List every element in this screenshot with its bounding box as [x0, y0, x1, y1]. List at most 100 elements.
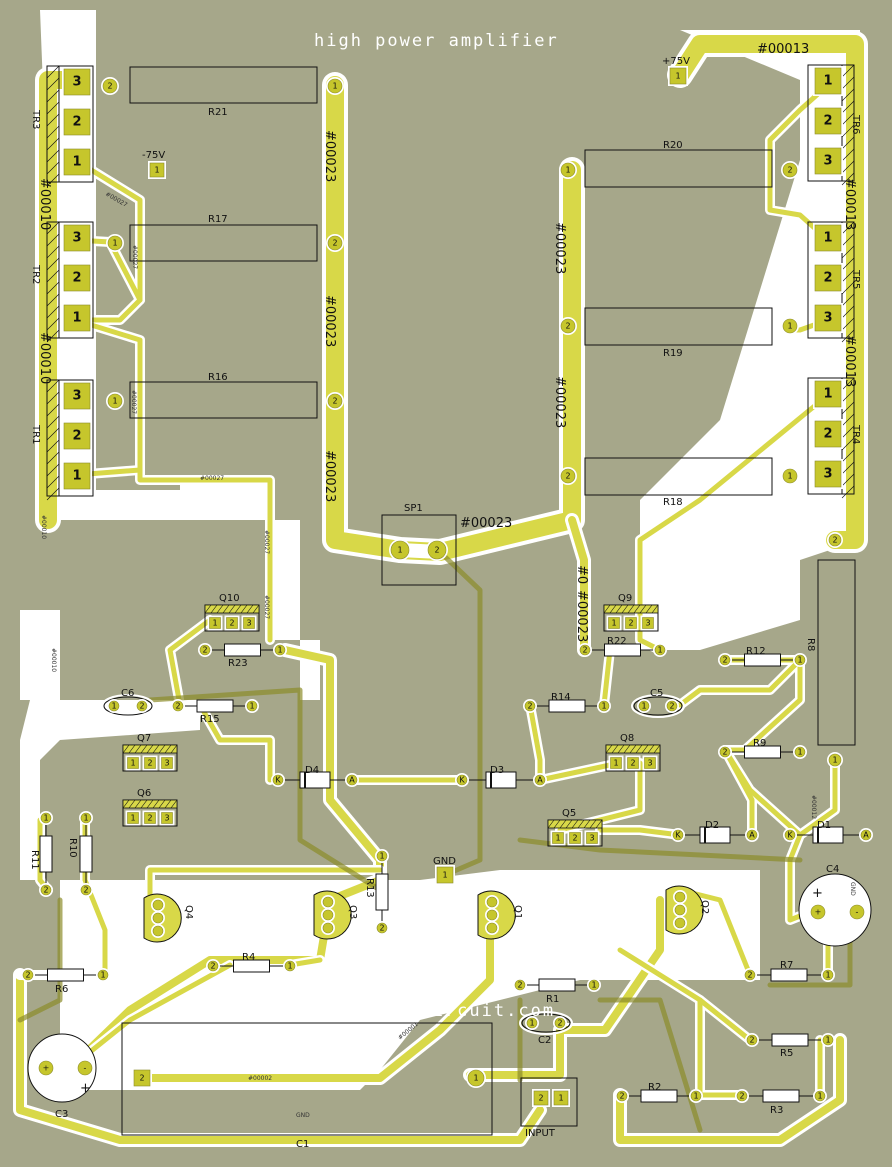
capacitor-c2-pad-b: 2 [553, 1016, 567, 1030]
q2-label: Q2 [699, 900, 710, 914]
resistor-r4-pad-b-label: 1 [287, 962, 292, 971]
q10-pad-3: 3 [241, 615, 257, 631]
capacitor-c6-pad-b-label: 2 [139, 702, 144, 711]
q9-pad-1: 1 [606, 615, 622, 631]
resistor-r23-pad-b: 1 [273, 643, 287, 657]
q8-pad-1-label: 1 [613, 759, 618, 768]
resistor-r2-body [640, 1089, 678, 1103]
resistor-r23-body [224, 643, 261, 657]
resistor-r8-pad-b: 1 [827, 752, 843, 768]
input-pad-1: 1 [552, 1089, 570, 1107]
diode-d1-body [812, 826, 844, 844]
resistor-r8-pad-a-label: 2 [832, 536, 837, 545]
net-label-small-5: #00027 [130, 390, 137, 414]
resistor-r6-pad-b-label: 1 [100, 971, 105, 980]
net-label-small-11: GND [296, 1112, 310, 1119]
input-pad-2-label: 2 [538, 1094, 543, 1103]
resistor-r22-pad-b-label: 1 [657, 646, 662, 655]
resistor-r21-body [129, 66, 318, 104]
resistor-r16-pad-b-label: 2 [332, 397, 337, 406]
q6-pad-1: 1 [125, 810, 141, 826]
capacitor-c6-label: C6 [121, 688, 134, 699]
capacitor-c3-body [27, 1033, 97, 1103]
resistor-r2-pad-a: 2 [615, 1089, 629, 1103]
tr5-pad-2: 2 [813, 263, 843, 293]
input-pad-1-label: 1 [558, 1094, 563, 1103]
q1-pad-2 [485, 908, 499, 922]
resistor-r9-body [744, 745, 781, 759]
resistor-r20-pad-a-label: 1 [565, 166, 570, 175]
resistor-r19-pad-b: 1 [781, 317, 799, 335]
tr2-label: TR2 [30, 264, 41, 284]
speaker-pad-2-label: 2 [434, 546, 439, 555]
q6-pad-3: 3 [159, 810, 175, 826]
q4-pad-2 [151, 911, 165, 925]
resistor-r19-pad-a: 2 [559, 317, 577, 335]
resistor-r8-label: R8 [805, 638, 816, 651]
q3-pad-3 [321, 921, 335, 935]
resistor-r6-label: R6 [55, 984, 68, 995]
watermark-text: elcircuit.com [396, 1001, 555, 1021]
net-label-3: #00023 [552, 222, 567, 274]
resistor-r7-pad-b-label: 1 [825, 971, 830, 980]
resistor-r18-pad-b-label: 1 [787, 472, 792, 481]
tr6-label: TR6 [850, 114, 861, 134]
resistor-r19-body [584, 307, 773, 346]
tr2-heatsink-tab [46, 221, 60, 339]
resistor-r15-pad-b-label: 1 [249, 702, 254, 711]
resistor-r20-body [584, 149, 773, 188]
net-label-small-0: #00027 [200, 475, 224, 482]
capacitor-c6-pad-a: 1 [107, 699, 121, 713]
net-label-2: #00023 [322, 450, 337, 502]
diode-d2-pad-k: K [671, 828, 685, 842]
diode-d3-pad-k: K [455, 773, 469, 787]
resistor-r9-pad-b-label: 1 [797, 748, 802, 757]
tr6-pad-1-label: 1 [823, 74, 832, 89]
resistor-r21-pad-a: 2 [101, 77, 119, 95]
tr5-pad-1-label: 1 [823, 231, 832, 246]
resistor-r12-label: R12 [746, 646, 766, 657]
resistor-r23-pad-a: 2 [198, 643, 212, 657]
diode-d3-pad-k-label: K [459, 776, 465, 785]
diode-d3-label: D3 [490, 765, 504, 776]
tr5-pad-2-label: 2 [823, 271, 832, 286]
q1-pad-1 [485, 895, 499, 909]
resistor-r16-body [129, 381, 318, 419]
resistor-r20-pad-a: 1 [559, 161, 577, 179]
tr1-pad-1: 3 [62, 381, 92, 411]
input-pad-2: 2 [532, 1089, 550, 1107]
board-title: high power amplifier [314, 31, 559, 51]
tr4-label: TR4 [850, 424, 861, 444]
diode-d4-body [299, 771, 331, 789]
tr3-heatsink-tab [46, 65, 60, 183]
resistor-r9-pad-a: 2 [718, 745, 732, 759]
tr1-pad-3-label: 1 [72, 469, 81, 484]
diode-d2-pad-a-label: A [749, 831, 755, 840]
q6-pad-3-label: 3 [164, 814, 169, 823]
resistor-r8-body [817, 559, 856, 746]
tr5-label: TR5 [850, 269, 861, 289]
diode-d2-pad-a: A [745, 828, 759, 842]
resistor-r19-pad-a-label: 2 [565, 322, 570, 331]
net-label-11: #00010 [37, 178, 52, 230]
q10-pad-2: 2 [224, 615, 240, 631]
q3-label: Q3 [347, 905, 358, 919]
capacitor-c2-label: C2 [538, 1035, 551, 1046]
resistor-r10-body [79, 835, 93, 873]
resistor-r23-label: R23 [228, 658, 248, 669]
resistor-r23-pad-a-label: 2 [202, 646, 207, 655]
resistor-r5-pad-a: 2 [745, 1033, 759, 1047]
resistor-r19-label: R19 [663, 348, 683, 359]
diode-d4-pad-a: A [345, 773, 359, 787]
resistor-r16-pad-a-label: 1 [112, 397, 117, 406]
q9-pad-2: 2 [623, 615, 639, 631]
resistor-r13-pad-a: 1 [375, 849, 389, 863]
resistor-r11-pad-a: 1 [39, 811, 53, 825]
q8-pad-1: 1 [608, 755, 624, 771]
net-label-6: #00023 [574, 590, 589, 642]
net-label-8: #00013 [757, 42, 809, 57]
resistor-r3-pad-a-label: 2 [739, 1092, 744, 1101]
resistor-r19-pad-b-label: 1 [787, 322, 792, 331]
q5-pad-3: 3 [584, 830, 600, 846]
